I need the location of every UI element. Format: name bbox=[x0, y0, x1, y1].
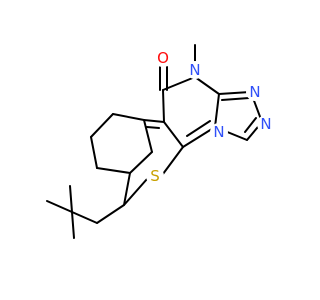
nitrogen-atom-methyl: N bbox=[186, 61, 204, 79]
molecule-structure-diagram: O N N N N S bbox=[46, 44, 275, 239]
bond-thio-e-double bbox=[146, 126, 160, 129]
nitrogen-atom-label: N bbox=[249, 83, 260, 101]
oxygen-atom-label: O bbox=[157, 49, 169, 67]
molecule-canvas: O N N N N S bbox=[46, 44, 275, 239]
bond-thio-b bbox=[159, 146, 184, 179]
bond-tbutyl-ring bbox=[71, 211, 98, 224]
bond-tbutyl-methyl-bottom bbox=[71, 211, 75, 239]
bond-thio-c bbox=[163, 121, 184, 148]
bond-thio-d bbox=[143, 119, 165, 123]
bond-tbutyl-methyl-top bbox=[69, 185, 73, 213]
bond-pyr-c bbox=[194, 76, 220, 95]
sulfur-atom-label: S bbox=[150, 167, 160, 185]
bond-tri-c2 bbox=[244, 117, 257, 133]
nitrogen-atom-label: N bbox=[260, 115, 271, 133]
bond-ring6-c bbox=[129, 151, 153, 174]
bond-ring6-d bbox=[143, 119, 153, 153]
nitrogen-atom-triazole-right: N bbox=[257, 115, 275, 133]
atom-label-layer: O N N N N S bbox=[146, 49, 275, 185]
bond-layer bbox=[46, 44, 263, 239]
bond-pyr-b bbox=[162, 76, 196, 91]
bond-pyr-a bbox=[162, 89, 165, 123]
bond-pyr-e bbox=[182, 126, 216, 148]
oxygen-atom-carbonyl: O bbox=[154, 49, 172, 67]
nitrogen-atom-label: N bbox=[213, 123, 224, 141]
bond-ring6-b bbox=[123, 172, 131, 206]
bond-ring6-e bbox=[112, 113, 145, 121]
bond-pyr-d bbox=[214, 93, 220, 128]
nitrogen-atom-bridgehead: N bbox=[210, 123, 228, 141]
nitrogen-atom-triazole-top: N bbox=[246, 83, 264, 101]
nitrogen-atom-label: N bbox=[189, 61, 200, 79]
bond-tri-a2 bbox=[221, 97, 250, 101]
bond-ring6-f bbox=[90, 113, 114, 138]
bond-ring6-h bbox=[96, 167, 131, 174]
bond-ring6-g bbox=[90, 136, 98, 169]
bond-tbutyl-methyl-left bbox=[46, 200, 73, 213]
sulfur-atom-thiophene: S bbox=[146, 167, 164, 185]
bond-tri-a bbox=[218, 91, 251, 95]
bond-thio-a bbox=[123, 178, 148, 206]
bond-ring6-a bbox=[96, 204, 125, 224]
bond-pyr-double bbox=[186, 120, 211, 137]
